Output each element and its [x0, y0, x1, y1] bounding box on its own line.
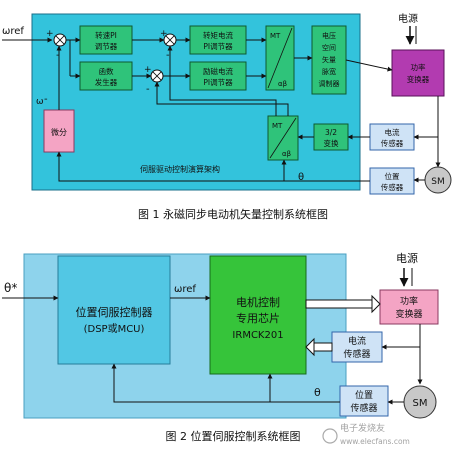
- function-gen-label-1: 函数: [99, 66, 114, 76]
- caption-1: 图 1 永磁同步电动机矢量控制系统框图: [138, 207, 328, 221]
- svpwm-label-5: 调制器: [319, 79, 340, 88]
- diff-label: 微分: [51, 127, 67, 137]
- power-source-2: 电源: [396, 251, 418, 265]
- current-sensor-2-label-1: 电流: [348, 335, 366, 347]
- power-converter-block-1: [391, 49, 445, 97]
- position-controller-label-2: (DSP或MCU): [84, 323, 145, 335]
- theta-label-1: θ: [298, 172, 304, 183]
- watermark-logo-icon: [322, 428, 338, 444]
- mt-ab-top-ab: αβ: [278, 80, 287, 88]
- diagram-2-connections: [111, 294, 423, 405]
- position-sensor-2-label-1: 位置: [355, 389, 373, 401]
- omega-ref-2: ωref: [174, 284, 196, 295]
- mt-ab-bottom-ab: αβ: [282, 150, 291, 158]
- speed-pi-label-1: 转速PI: [95, 30, 117, 40]
- position-sensor-1-label-2: 传感器: [381, 182, 404, 192]
- motor-sm-1-label: SM: [431, 177, 444, 187]
- power-conv-1-label-2: 变换器: [407, 74, 430, 84]
- position-controller-label-1: 位置伺服控制器: [76, 305, 153, 319]
- excite-pi-label-2: PI调节器: [203, 78, 233, 87]
- position-controller-block: [57, 255, 171, 365]
- theta-label-2: θ: [314, 386, 321, 399]
- diagram-1-connections: [56, 37, 441, 183]
- current-sensor-1-label-1: 电流: [385, 127, 400, 137]
- transform-32-label-1: 3/2: [325, 128, 337, 137]
- power-converter-block-2: [379, 289, 439, 325]
- sign-3: +: [160, 29, 168, 39]
- power-conv-2-label-1: 功率: [400, 295, 418, 307]
- current-sensor-2-label-2: 传感器: [343, 348, 370, 360]
- sign-2: -: [56, 50, 60, 61]
- sign-6: -: [146, 84, 150, 95]
- function-generator-block: [79, 61, 133, 91]
- sign-4: -: [166, 50, 170, 61]
- motor-sm-2-label: SM: [413, 398, 428, 409]
- position-sensor-2-label-2: 传感器: [350, 402, 377, 414]
- sign-7: -: [44, 94, 48, 105]
- mt-ab-bottom-mt: MT: [272, 122, 283, 130]
- svpwm-label-4: 脉宽: [322, 67, 336, 76]
- mt-ab-top-mt: MT: [270, 32, 281, 40]
- motor-chip-block: [209, 255, 307, 375]
- torque-pi-label-1: 转矩电流: [203, 30, 233, 40]
- svpwm-label-2: 空间: [322, 43, 336, 52]
- speed-pi-label-2: 调节器: [95, 42, 118, 51]
- omega-label: ω: [36, 97, 44, 107]
- current-sensor-block-2: [331, 331, 383, 363]
- diagram-2: 位置伺服控制器 (DSP或MCU) 电机控制 专用芯片 IRMCK201 θ* …: [2, 251, 439, 443]
- power-source-1: 电源: [398, 12, 418, 25]
- sign-5: +: [144, 65, 152, 75]
- torque-pi-block: [189, 25, 247, 55]
- watermark-brand: 电子发烧友: [340, 422, 385, 434]
- frame-label: 伺服驱动控制演算架构: [140, 164, 220, 174]
- svpwm-label-1: 电压: [322, 31, 336, 40]
- power-conv-1-label-1: 功率: [411, 62, 426, 72]
- input-theta-star: θ*: [4, 281, 17, 295]
- input-omega-ref: ωref: [2, 26, 24, 37]
- power-conv-2-label-2: 变换器: [395, 308, 422, 320]
- transform-32-label-2: 变换: [324, 138, 339, 148]
- position-sensor-1-label-1: 位置: [385, 171, 400, 181]
- svpwm-label-3: 矢量: [322, 55, 336, 64]
- motor-chip-label-3: IRMCK201: [232, 330, 283, 341]
- motor-chip-label-2: 专用芯片: [236, 311, 280, 325]
- position-sensor-block-2: [339, 385, 389, 417]
- motor-chip-label-1: 电机控制: [236, 295, 280, 309]
- current-sensor-1-label-2: 传感器: [381, 138, 404, 148]
- sign-1: +: [46, 29, 54, 39]
- torque-pi-label-2: PI调节器: [203, 42, 233, 51]
- caption-2: 图 2 位置伺服控制系统框图: [166, 429, 301, 443]
- excite-pi-block: [189, 61, 247, 91]
- function-gen-label-2: 发生器: [95, 77, 118, 87]
- diagram-1: ωref + - + - + - - 转速PI 调节器 函数 发生器 转矩电流 …: [2, 12, 452, 221]
- position-sensor-block-1: [369, 167, 415, 195]
- watermark: 电子发烧友 www.elecfans.com: [322, 422, 410, 446]
- excite-pi-label-1: 励磁电流: [203, 66, 233, 76]
- watermark-url: www.elecfans.com: [340, 437, 410, 446]
